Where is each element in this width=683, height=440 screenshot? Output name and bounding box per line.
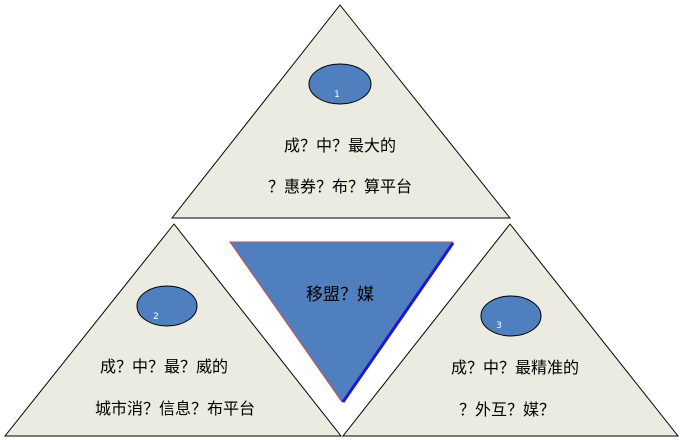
left-label-line1: 成？中？最？威的 [100, 357, 228, 376]
right-label-line1: 成？中？最精准的 [451, 358, 579, 377]
right-badge [480, 295, 542, 337]
right-badge-number: 3 [496, 321, 502, 331]
left-label-line2: 城市消？信息？布平台 [95, 399, 255, 418]
top-triangle [170, 4, 512, 219]
left-badge [136, 285, 198, 327]
right-label-line2: ？外互？媒？ [459, 400, 555, 419]
top-badge [308, 63, 372, 105]
right-triangle-group: 3 成？中？最精准的 ？外互？媒？ [341, 223, 680, 437]
top-label-line1: 成？中？最大的 [284, 136, 396, 155]
center-triangle-edge [341, 242, 455, 403]
left-triangle [3, 223, 343, 437]
top-badge-number: 1 [334, 90, 340, 100]
center-label: 移盟？媒 [306, 285, 374, 305]
center-triangle-group: 移盟？媒 [229, 241, 455, 403]
top-triangle-group: 1 成？中？最大的 ？惠券？布？算平台 [170, 4, 512, 219]
top-label-line2: ？惠券？布？算平台 [268, 177, 412, 196]
left-badge-number: 2 [153, 312, 159, 322]
left-triangle-group: 2 成？中？最？威的 城市消？信息？布平台 [3, 223, 343, 437]
